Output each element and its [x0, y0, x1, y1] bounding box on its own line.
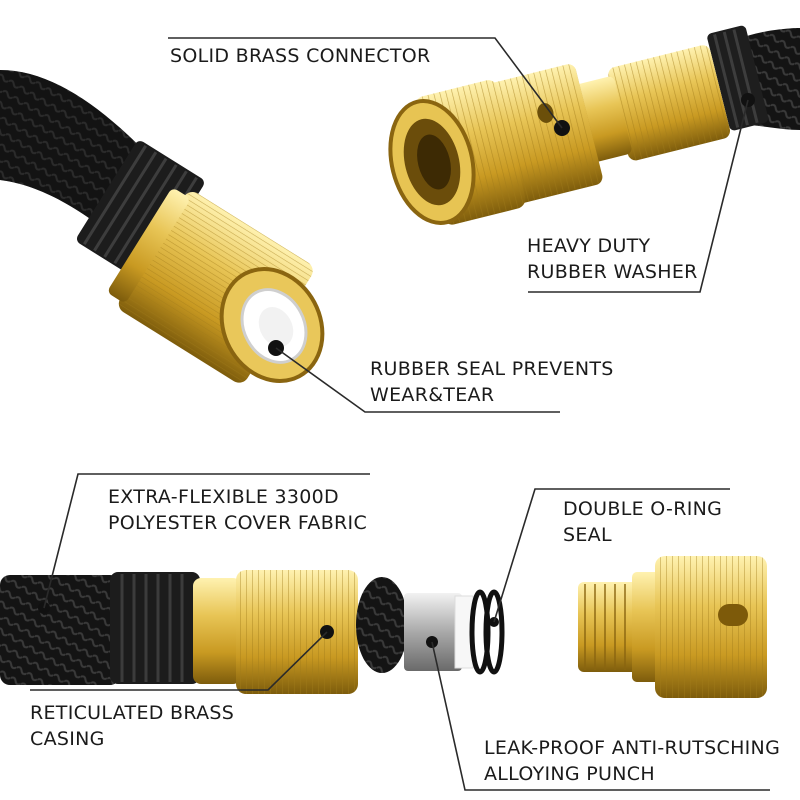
label-alloying-punch: LEAK-PROOF ANTI-RUTSCHING ALLOYING PUNCH: [484, 737, 781, 785]
label-solid-brass-connector: SOLID BRASS CONNECTOR: [170, 45, 431, 67]
label-reticulated-brass-casing: RETICULATED BRASS CASING: [30, 702, 235, 750]
line-rubber-seal: [275, 347, 560, 413]
callout-lines: [30, 37, 770, 791]
label-cover-fabric: EXTRA-FLEXIBLE 3300D POLYESTER COVER FAB…: [108, 486, 368, 534]
top-right-brass-connector: [388, 25, 800, 225]
label-double-o-ring: DOUBLE O-RING SEAL: [563, 498, 723, 546]
line-o-ring: [493, 488, 730, 623]
bottom-right-coupling: [578, 556, 767, 698]
line-alloying-punch: [431, 641, 770, 791]
label-rubber-seal: RUBBER SEAL PREVENTS WEAR&TEAR: [370, 358, 614, 406]
top-left-hose-fitting: [0, 70, 325, 383]
label-heavy-duty-rubber-washer: HEAVY DUTY RUBBER WASHER: [527, 235, 698, 283]
line-brass-connector: [168, 37, 563, 129]
line-brass-casing: [30, 631, 328, 691]
line-cover-fabric: [43, 473, 370, 609]
line-rubber-washer: [528, 99, 749, 293]
bottom-hose-assembly: [0, 570, 505, 694]
